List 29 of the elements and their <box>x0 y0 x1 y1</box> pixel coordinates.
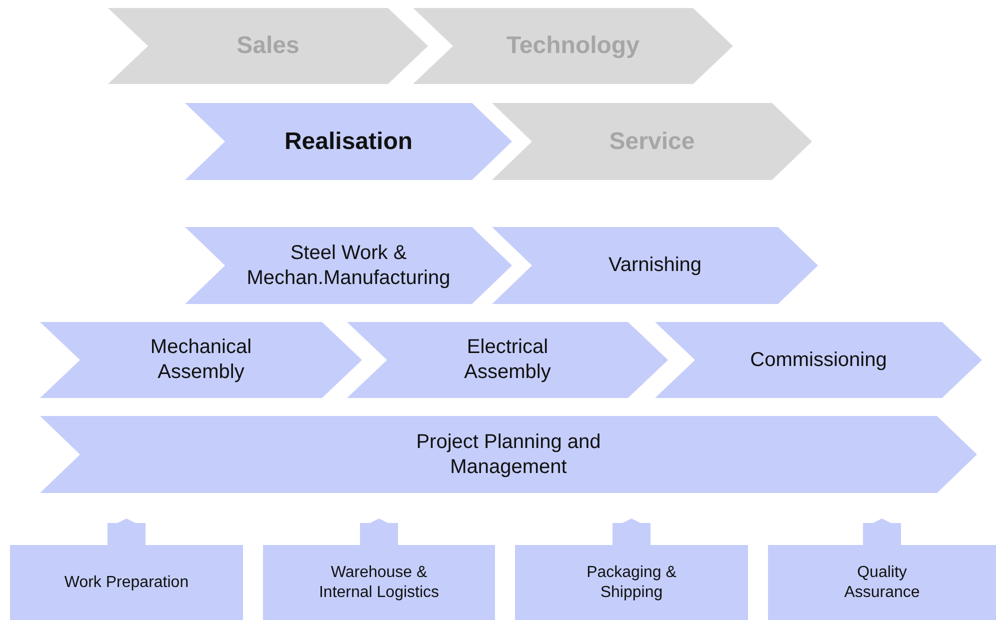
chevron-step <box>347 322 668 398</box>
step-label: Mechanical Assembly <box>149 335 253 385</box>
chevron-step <box>40 322 362 398</box>
chevron-step <box>413 8 733 84</box>
chevron-step <box>108 8 428 84</box>
block-arrow <box>863 518 901 545</box>
process-box <box>768 545 996 620</box>
process-box <box>515 545 748 620</box>
block-arrow <box>108 518 146 545</box>
step-label: Electrical Assembly <box>463 335 552 385</box>
step-label: Realisation <box>284 126 413 156</box>
step-label: Work Preparation <box>64 572 189 592</box>
process-box <box>10 545 243 620</box>
step-label: Steel Work & Mechan.Manufacturing <box>246 240 452 290</box>
chevron-step <box>185 227 512 304</box>
step-label: Packaging & Shipping <box>586 562 678 602</box>
chevron-step <box>492 227 818 304</box>
step-label: Warehouse & Internal Logistics <box>318 562 440 602</box>
chevron-step <box>655 322 982 398</box>
step-label: Quality Assurance <box>843 562 921 602</box>
step-label: Commissioning <box>750 348 887 372</box>
step-label: Project Planning and Management <box>415 430 602 480</box>
block-arrow <box>612 518 650 545</box>
chevron-step <box>492 103 812 180</box>
block-arrow <box>360 518 398 545</box>
step-label: Varnishing <box>608 253 702 278</box>
process-box <box>263 545 495 620</box>
chevron-step <box>185 103 512 180</box>
chevron-step <box>40 416 977 493</box>
